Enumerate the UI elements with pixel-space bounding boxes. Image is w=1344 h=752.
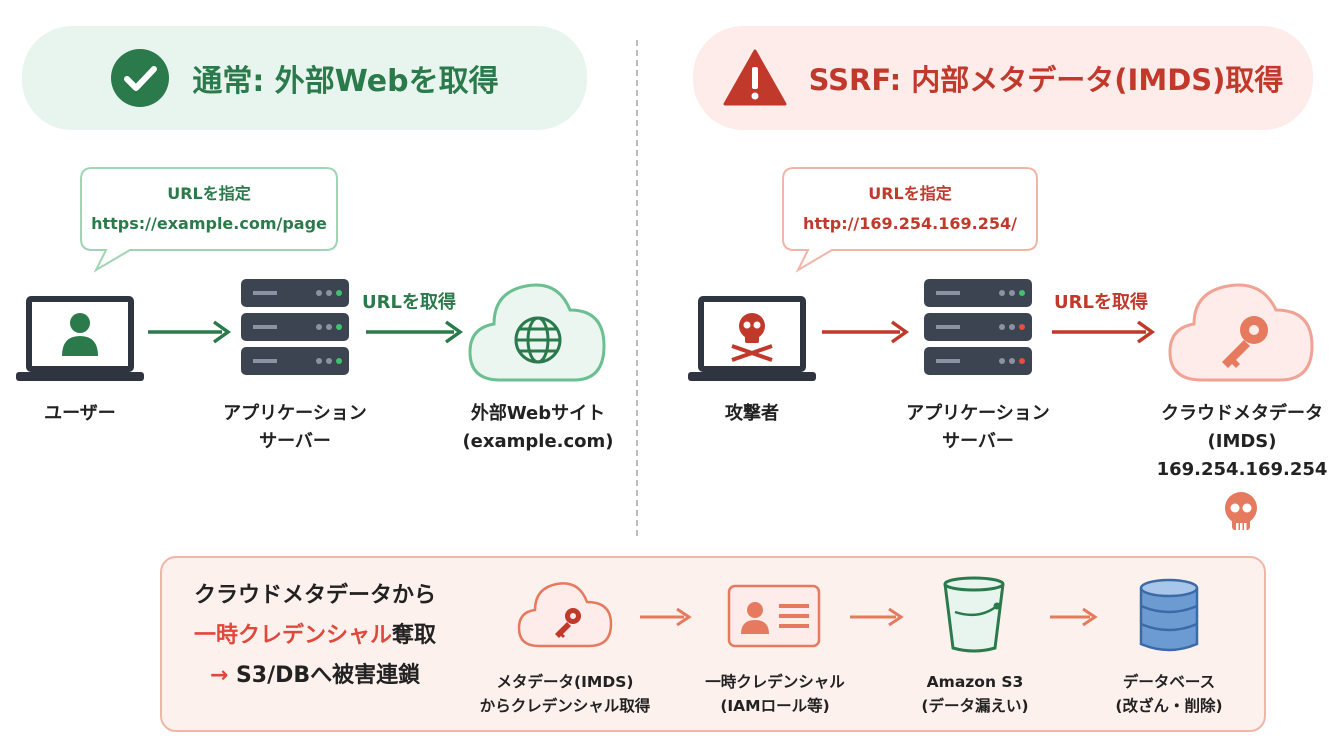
- ssrf-bubble-line1: URLを指定: [868, 184, 952, 203]
- key-icon: [1222, 316, 1268, 368]
- globe-icon: [514, 316, 562, 364]
- laptop-icon: [688, 296, 816, 381]
- chain-step-4-line2: (改ざん・削除): [1115, 697, 1223, 715]
- chain-step-2-line1: 一時クレデンシャル: [705, 673, 845, 691]
- chain-step-2-label: 一時クレデンシャル (IAMロール等): [680, 670, 870, 718]
- attacker-label: 攻撃者: [725, 403, 779, 424]
- check-circle-icon: [111, 49, 170, 107]
- ssrf-server-line2: サーバー: [942, 431, 1014, 452]
- metadata-line2: (IMDS): [1207, 431, 1277, 452]
- user-icon: [62, 313, 98, 356]
- skull-icon: [731, 313, 773, 362]
- metadata-ip: 169.254.169.254: [1156, 459, 1328, 480]
- chain-step-4-label: データベース (改ざん・削除): [1074, 670, 1264, 718]
- cloud-key-icon: [517, 582, 613, 648]
- external-site-line2: (example.com): [462, 431, 614, 452]
- chain-step-1-line1: メタデータ(IMDS): [496, 673, 634, 691]
- cloud-icon: [1168, 283, 1314, 382]
- id-card-icon: [727, 584, 821, 648]
- database-icon: [1139, 578, 1199, 652]
- bucket-icon: [943, 576, 1005, 653]
- skull-icon: [1225, 492, 1257, 530]
- chain-step-3-line2: (データ漏えい): [921, 697, 1029, 715]
- ssrf-server-line1: アプリケーション: [906, 403, 1050, 424]
- ssrf-title: SSRF: 内部メタデータ(IMDS)取得: [808, 63, 1284, 97]
- metadata-label: クラウドメタデータ (IMDS) 169.254.169.254: [1140, 400, 1344, 484]
- summary-arrow: →: [209, 663, 229, 688]
- section-divider: [636, 40, 638, 536]
- external-site-line1: 外部Webサイト: [470, 403, 606, 424]
- server-icon: [924, 279, 1032, 375]
- summary-line1: クラウドメタデータから: [193, 583, 436, 608]
- summary-line2: 一時クレデンシャル奪取: [180, 616, 450, 656]
- laptop-icon: [16, 296, 144, 381]
- normal-server-label: アプリケーション サーバー: [205, 400, 385, 456]
- chain-step-1-label: メタデータ(IMDS) からクレデンシャル取得: [470, 670, 660, 718]
- metadata-line1: クラウドメタデータ: [1161, 403, 1323, 424]
- normal-bubble-line1: URLを指定: [167, 184, 251, 203]
- external-site-label: 外部Webサイト (example.com): [440, 400, 636, 456]
- normal-bubble-url: https://example.com/page: [91, 214, 327, 233]
- summary-highlight: 一時クレデンシャル: [193, 623, 392, 648]
- normal-arrow-label: URLを取得: [362, 292, 456, 313]
- ssrf-title-banner: SSRF: 内部メタデータ(IMDS)取得: [693, 26, 1313, 130]
- cloud-icon: [468, 283, 606, 382]
- chain-step-2-line2: (IAMロール等): [720, 697, 830, 715]
- ssrf-bubble-url: http://169.254.169.254/: [803, 214, 1017, 233]
- summary-line2-rest: 奪取: [392, 623, 437, 648]
- summary-line3: → S3/DBへ被害連鎖: [180, 656, 450, 696]
- user-label: ユーザー: [44, 403, 116, 424]
- normal-title-banner: 通常: 外部Webを取得: [22, 26, 587, 130]
- normal-bubble-text: URLを指定 https://example.com/page: [81, 179, 337, 239]
- summary-line3-rest: S3/DBへ被害連鎖: [235, 663, 421, 688]
- chain-step-4-line1: データベース: [1122, 673, 1216, 691]
- normal-title: 通常: 外部Webを取得: [192, 64, 499, 99]
- chain-step-1-line2: からクレデンシャル取得: [479, 697, 651, 715]
- ssrf-arrow-label: URLを取得: [1054, 292, 1148, 313]
- ssrf-server-label: アプリケーション サーバー: [888, 400, 1068, 456]
- ssrf-bubble-text: URLを指定 http://169.254.169.254/: [783, 179, 1037, 239]
- warning-icon: [723, 49, 787, 106]
- normal-server-line1: アプリケーション: [223, 403, 367, 424]
- chain-step-3-line1: Amazon S3: [926, 673, 1024, 691]
- impact-chain-box: [160, 556, 1266, 732]
- impact-summary: クラウドメタデータから 一時クレデンシャル奪取 → S3/DBへ被害連鎖: [180, 576, 450, 696]
- chain-step-3-label: Amazon S3 (データ漏えい): [880, 670, 1070, 718]
- server-icon: [241, 279, 349, 375]
- normal-server-line2: サーバー: [259, 431, 331, 452]
